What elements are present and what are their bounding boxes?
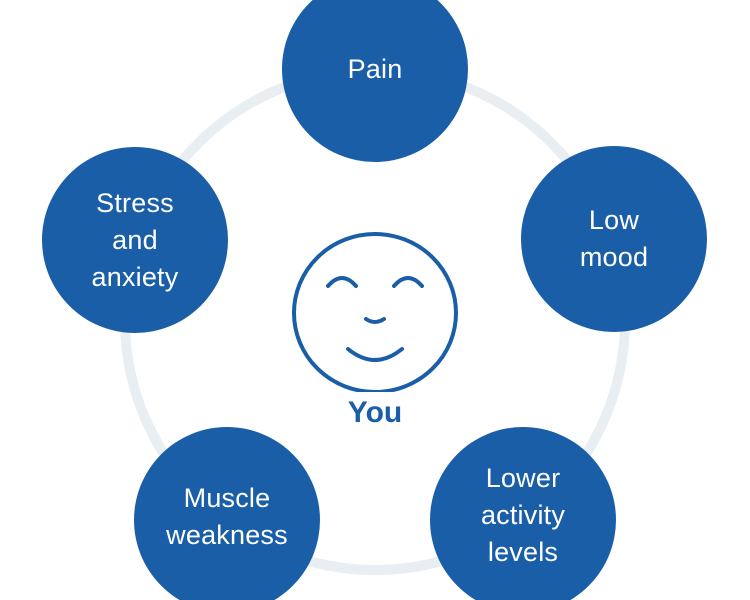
node-pain: Pain — [282, 0, 468, 162]
node-muscle-weakness-label: Muscle weakness — [166, 483, 288, 550]
center-label-you: You — [347, 396, 403, 429]
node-low-mood-label: Low mood — [579, 205, 649, 272]
node-pain-label: Pain — [347, 53, 403, 84]
node-lower-activity-levels-label: Lower activity levels — [480, 462, 566, 567]
smiling-face-icon — [292, 232, 458, 392]
node-stress-and-anxiety: Stress and anxiety — [42, 147, 228, 333]
node-stress-and-anxiety-label: Stress and anxiety — [91, 187, 179, 292]
node-low-mood: Low mood — [521, 146, 707, 332]
node-muscle-weakness: Muscle weakness — [134, 427, 320, 600]
node-lower-activity-levels: Lower activity levels — [430, 427, 616, 600]
